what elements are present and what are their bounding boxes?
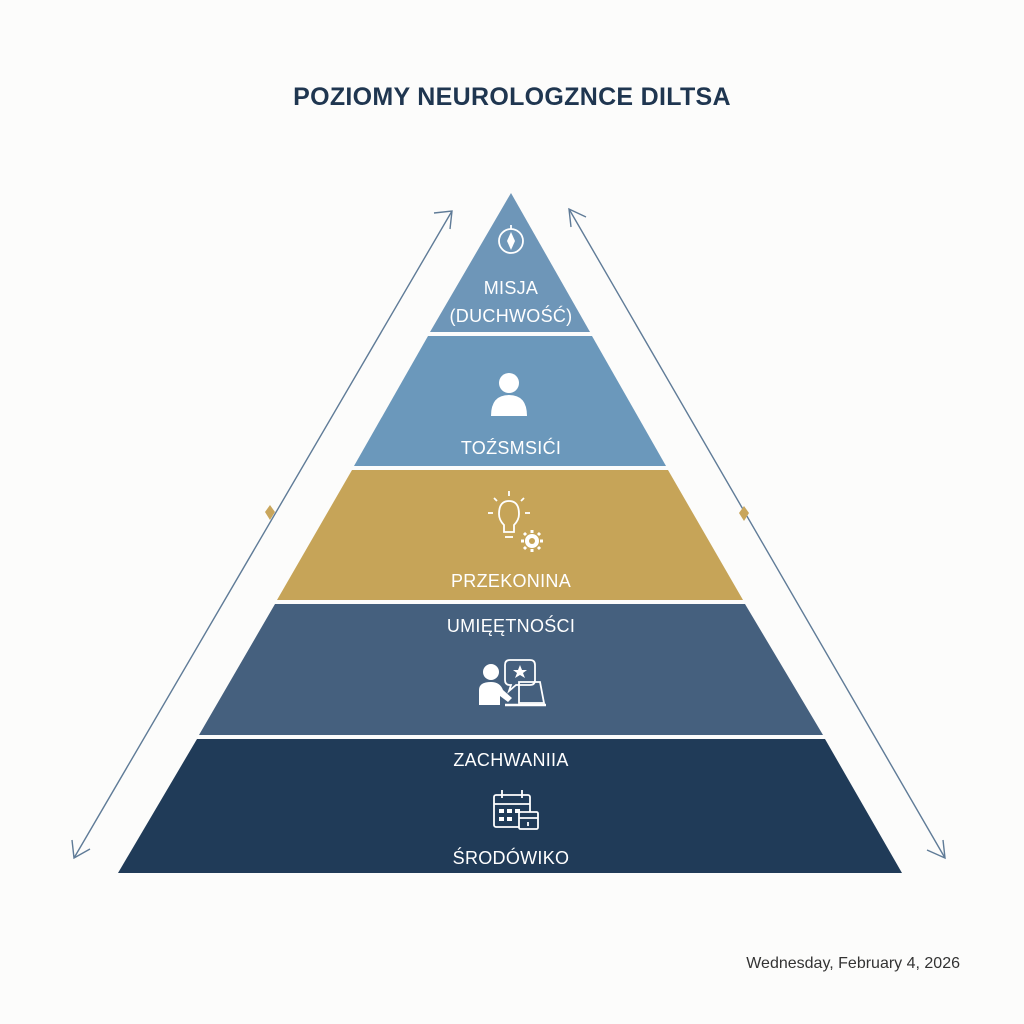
left-arrow bbox=[71, 210, 453, 860]
date-stamp: Wednesday, February 4, 2026 bbox=[746, 955, 960, 972]
level-behavior-label: ZACHWANIIA bbox=[453, 750, 568, 770]
person-laptop-chat-icon bbox=[479, 659, 546, 707]
pyramid-level-beliefs bbox=[277, 470, 743, 600]
right-arrow-marker bbox=[739, 506, 749, 521]
left-arrow-marker bbox=[265, 505, 275, 520]
pyramid-level-skills bbox=[199, 604, 823, 735]
level-beliefs-label: PRZEKONINA bbox=[451, 571, 571, 591]
level-identity-label: TOŹSMSIĆI bbox=[461, 437, 561, 458]
pyramid-level-behavior bbox=[118, 739, 902, 873]
page-title: POZIOMY NEUROLOGZNCE DILTSA bbox=[293, 83, 731, 111]
pyramid-level-mission bbox=[430, 193, 590, 332]
level-mission-sublabel: (DUCHWOŚĆ) bbox=[450, 305, 573, 326]
level-mission-label: MISJA bbox=[484, 278, 539, 298]
person-icon bbox=[491, 373, 527, 416]
level-environment-label: ŚRODÓWIKO bbox=[453, 847, 570, 868]
calendar-icon bbox=[493, 790, 539, 830]
compass-icon bbox=[498, 225, 524, 254]
right-arrow bbox=[568, 207, 946, 860]
level-skills-label: UMIĘĘTNOŚCI bbox=[447, 615, 575, 636]
lightbulb-gear-icon bbox=[488, 491, 543, 552]
